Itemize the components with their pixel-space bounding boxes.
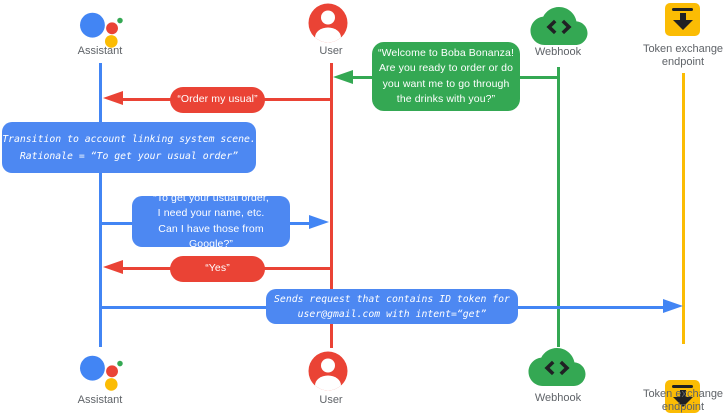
assistant-icon: [80, 12, 123, 48]
send-request-bubble: Sends request that contains ID token for…: [266, 289, 518, 324]
token-endpoint-icon: [665, 380, 700, 413]
token-arrow-down-icon: [672, 397, 693, 407]
yes-arrowhead-icon: [103, 260, 123, 274]
token-arrow-stem: [679, 390, 686, 398]
token-endpoint-lifeline: [682, 73, 685, 344]
send-request-arrowhead-icon: [663, 299, 683, 313]
webhook-label: Webhook: [534, 392, 582, 404]
webhook-icon: [530, 7, 588, 45]
assistant-icon: [80, 355, 123, 391]
ask-arrowhead-icon: [309, 215, 329, 229]
webhook-lifeline: [557, 67, 560, 347]
token-arrow-stem: [679, 13, 686, 21]
assistant-label: Assistant: [77, 394, 123, 406]
assistant-lifeline: [99, 63, 102, 347]
transition-note: Transition to account linking system sce…: [2, 122, 256, 173]
token-tray-bar: [672, 8, 693, 11]
welcome-bubble: “Welcome to Boba Bonanza! Are you ready …: [372, 42, 520, 111]
ask-permission-bubble: “To get your usual order, I need your na…: [132, 192, 290, 250]
token-endpoint-label: Token exchange endpoint: [642, 43, 724, 68]
token-endpoint-label: Token exchange endpoint: [642, 388, 724, 413]
webhook-label: Webhook: [534, 46, 582, 58]
order-arrowhead-icon: [103, 91, 123, 105]
assistant-label: Assistant: [77, 45, 123, 57]
webhook-icon: [528, 348, 586, 386]
user-lifeline: [330, 63, 333, 348]
order-usual-bubble: “Order my usual”: [170, 87, 265, 113]
user-label: User: [319, 45, 343, 57]
token-tray-bar: [672, 385, 693, 388]
token-endpoint-icon: [665, 3, 700, 36]
yes-bubble: “Yes”: [170, 256, 265, 282]
user-icon: [308, 3, 348, 43]
user-icon: [308, 351, 348, 391]
user-label: User: [319, 394, 343, 406]
welcome-arrowhead-icon: [333, 70, 353, 84]
token-arrow-down-icon: [672, 20, 693, 30]
